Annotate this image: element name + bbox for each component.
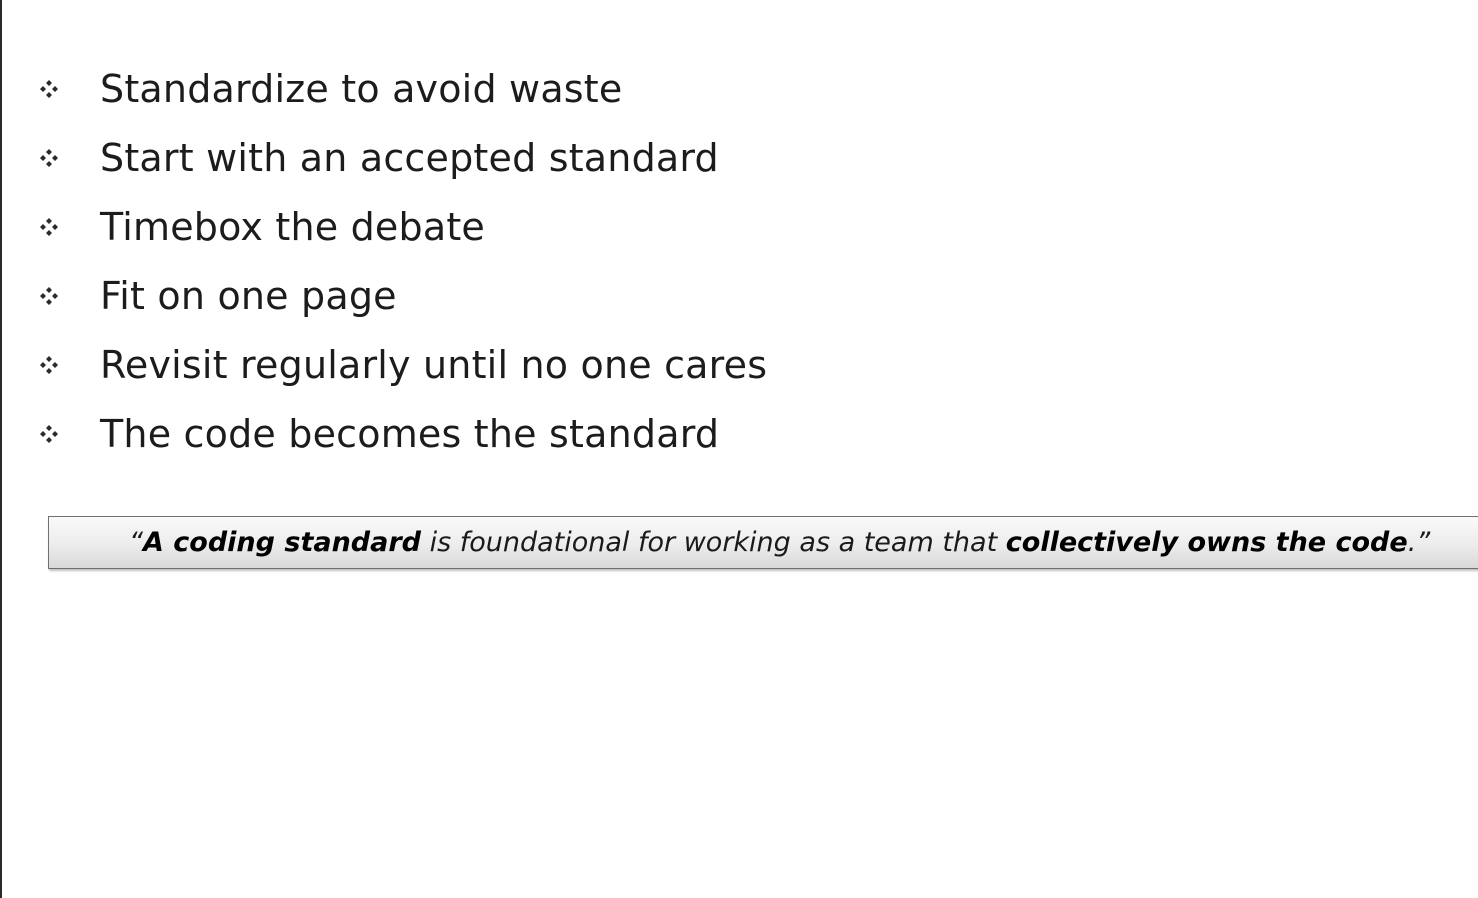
- bullet-text: The code becomes the standard: [100, 411, 720, 456]
- list-item: Fit on one page: [38, 261, 767, 330]
- list-item: Standardize to avoid waste: [38, 54, 767, 123]
- bullet-text: Timebox the debate: [100, 204, 485, 249]
- list-item: Timebox the debate: [38, 192, 767, 261]
- list-item: Revisit regularly until no one cares: [38, 330, 767, 399]
- diamond-bullet-icon: [40, 148, 58, 167]
- diamond-bullet-icon: [40, 424, 58, 443]
- quote-open-mark: “: [129, 527, 143, 558]
- quote-bold-subject: A coding standard: [143, 527, 421, 558]
- quote-period: .: [1407, 527, 1417, 558]
- left-border-rule: [0, 0, 2, 898]
- quote-callout-box: “A coding standard is foundational for w…: [48, 516, 1478, 569]
- list-item: Start with an accepted standard: [38, 123, 767, 192]
- quote-bold-object: collectively owns the code: [1005, 527, 1408, 558]
- bullet-list: Standardize to avoid waste Start with an…: [38, 54, 767, 468]
- quote-close-mark: ”: [1416, 527, 1431, 558]
- quote-middle-text: is foundational for working as a team th…: [421, 527, 1006, 558]
- bullet-text: Start with an accepted standard: [100, 135, 719, 180]
- diamond-bullet-icon: [40, 217, 58, 236]
- bullet-text: Standardize to avoid waste: [100, 66, 623, 111]
- diamond-bullet-icon: [40, 79, 58, 98]
- diamond-bullet-icon: [40, 355, 58, 374]
- list-item: The code becomes the standard: [38, 399, 767, 468]
- bullet-text: Revisit regularly until no one cares: [100, 342, 768, 387]
- bullet-text: Fit on one page: [100, 273, 397, 318]
- quote-text: “A coding standard is foundational for w…: [129, 527, 1430, 558]
- diamond-bullet-icon: [40, 286, 58, 305]
